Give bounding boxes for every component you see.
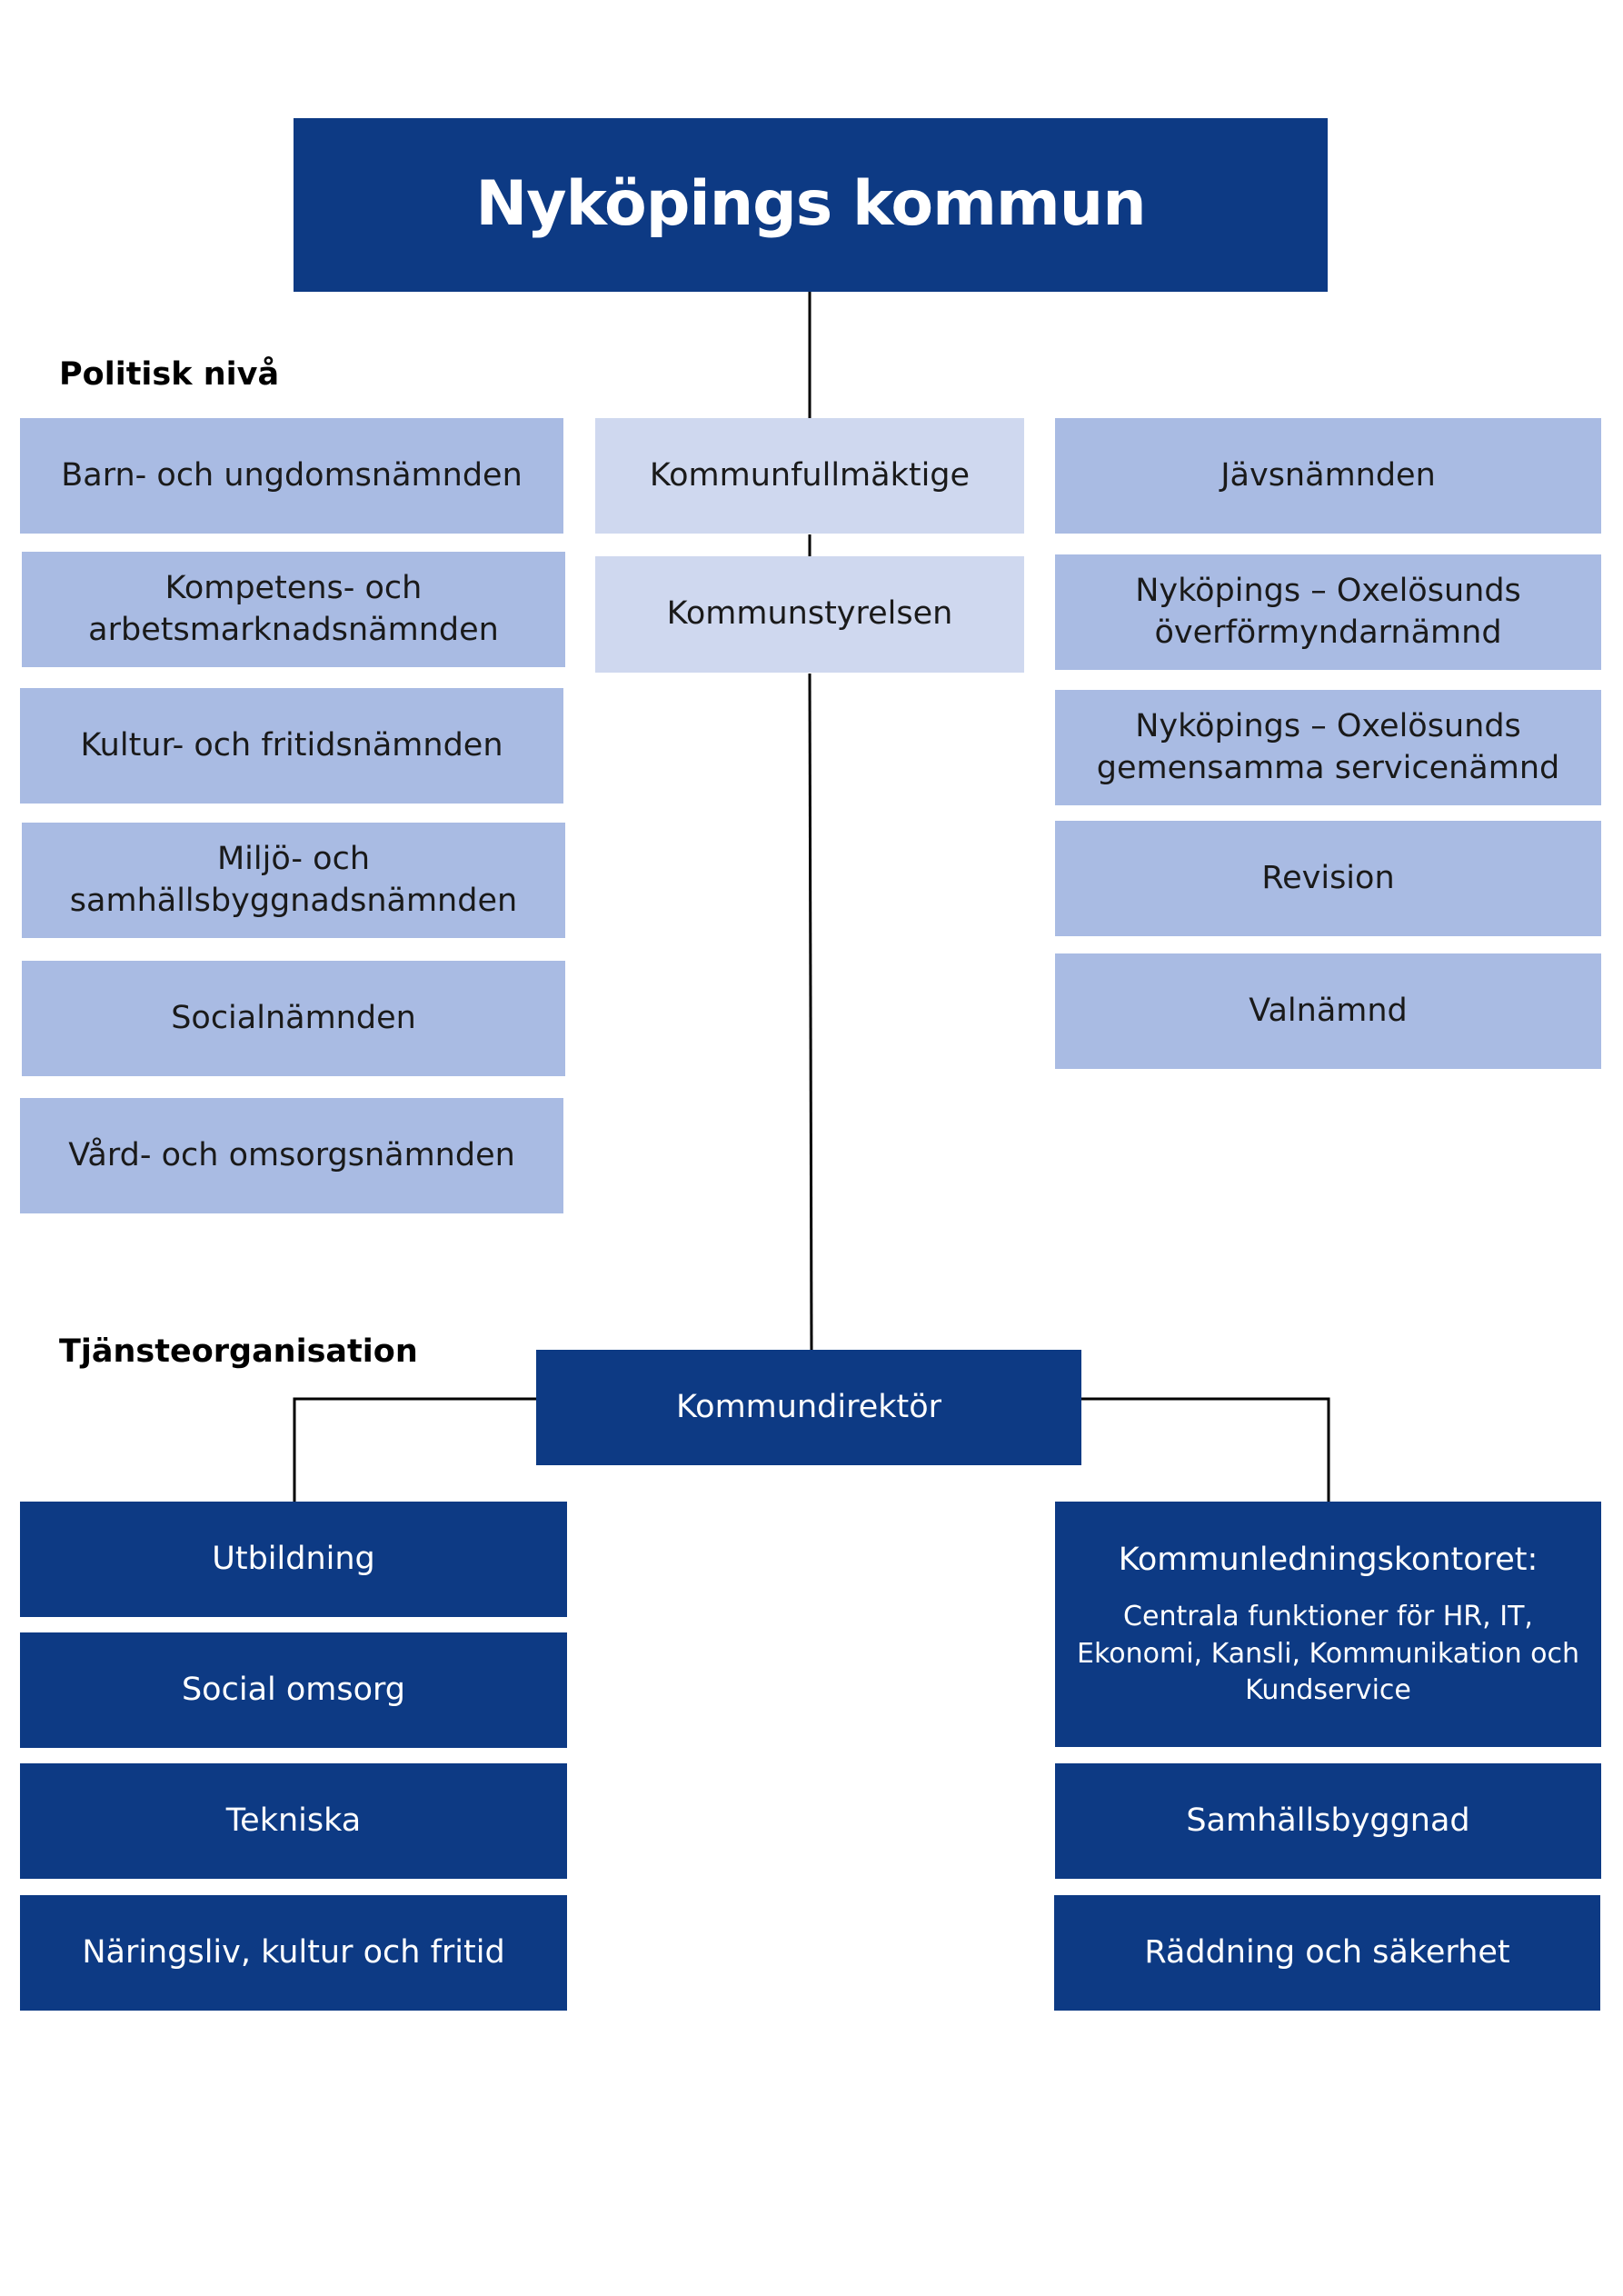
committee-box-left: Kultur- och fritidsnämnden: [20, 688, 563, 804]
department-box-left: Tekniska: [20, 1763, 567, 1879]
connector-board-to-director: [808, 673, 813, 1351]
department-box-right: Samhällsbyggnad: [1055, 1763, 1601, 1879]
connector-director-to-left: [293, 1397, 536, 1502]
committee-box-left: Socialnämnden: [22, 961, 565, 1076]
committee-box-left: Barn- och ungdomsnämnden: [20, 418, 563, 534]
committee-box-left: Vård- och omsorgsnämnden: [20, 1098, 563, 1213]
committee-box-right: Nyköpings – Oxelösunds gemensamma servic…: [1055, 690, 1601, 805]
committee-box-right: Nyköpings – Oxelösunds överförmyndarnämn…: [1055, 554, 1601, 670]
committee-box-left: Kompetens- och arbetsmarknadsnämnden: [22, 552, 565, 667]
committee-box-right: Jävsnämnden: [1055, 418, 1601, 534]
connector-director-to-right: [1081, 1397, 1330, 1502]
organization-title: Nyköpings kommun: [294, 118, 1328, 292]
office-title: Kommunledningskontoret:: [1118, 1541, 1538, 1578]
board-box: Kommunstyrelsen: [595, 556, 1024, 673]
political-level-label: Politisk nivå: [59, 356, 280, 393]
director-box: Kommundirektör: [536, 1350, 1081, 1465]
office-box: Kommunledningskontoret: Centrala funktio…: [1055, 1502, 1601, 1747]
department-box-right: Räddning och säkerhet: [1054, 1895, 1600, 2011]
department-box-left: Näringsliv, kultur och fritid: [20, 1895, 567, 2011]
office-description: Centrala funktioner för HR, IT, Ekonomi,…: [1077, 1601, 1579, 1706]
committee-box-right: Revision: [1055, 821, 1601, 936]
service-organization-label: Tjänsteorganisation: [59, 1333, 418, 1370]
department-box-left: Social omsorg: [20, 1632, 567, 1748]
committee-box-left: Miljö- och samhällsbyggnadsnämnden: [22, 823, 565, 938]
department-box-left: Utbildning: [20, 1502, 567, 1617]
committee-box-right: Valnämnd: [1055, 953, 1601, 1069]
council-box: Kommunfullmäktige: [595, 418, 1024, 534]
